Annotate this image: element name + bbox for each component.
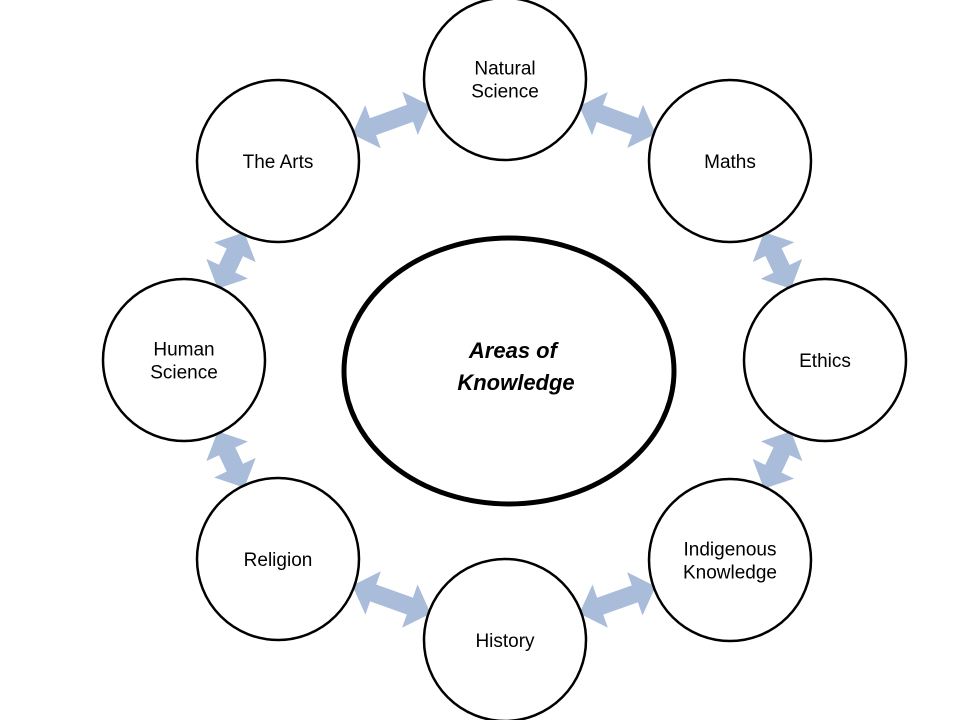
center-node: Areas of Knowledge <box>341 235 677 507</box>
node-circle-the-arts <box>195 78 361 244</box>
center-label-line-2: Knowledge <box>457 370 574 395</box>
node-label-indigenous-knowledge-line-1: Indigenous <box>684 540 777 561</box>
node-label-history-line-1: History <box>475 631 535 652</box>
node-label-religion: Religion <box>244 550 313 571</box>
center-label-line-1: Areas of <box>468 338 560 363</box>
node-circle-natural-science <box>422 0 588 162</box>
node-label-ethics-line-1: Ethics <box>799 351 851 372</box>
node-label-religion-line-1: Religion <box>244 550 313 571</box>
double-arrow-ethics-to-indigenous-knowledge <box>752 431 803 489</box>
double-arrow-natural-science-to-maths <box>579 92 656 148</box>
node-label-natural-science-line-1: Natural <box>474 59 535 80</box>
node-label-human-science-line-1: Human <box>153 340 214 361</box>
node-maths: Maths <box>647 78 813 244</box>
node-label-the-arts: The Arts <box>243 152 314 173</box>
node-label-the-arts-line-1: The Arts <box>243 152 314 173</box>
node-label-history: History <box>475 631 535 652</box>
double-arrow-indigenous-knowledge-to-history <box>579 572 656 628</box>
center-circle <box>341 235 677 507</box>
node-circle-human-science <box>101 277 267 443</box>
node-history: History <box>422 557 588 720</box>
double-arrow-the-arts-to-natural-science <box>352 91 431 149</box>
double-arrow-maths-to-ethics <box>752 232 803 289</box>
double-arrow-human-science-to-the-arts <box>206 232 256 289</box>
node-circle-history <box>422 557 588 720</box>
node-circle-religion <box>195 476 361 642</box>
node-label-natural-science-line-2: Science <box>471 82 539 103</box>
node-label-indigenous-knowledge-line-2: Knowledge <box>683 563 777 584</box>
node-ethics: Ethics <box>742 277 908 443</box>
node-label-maths-line-1: Maths <box>704 152 756 173</box>
node-circle-ethics <box>742 277 908 443</box>
node-the-arts: The Arts <box>195 78 361 244</box>
node-circle-maths <box>647 78 813 244</box>
node-label-ethics: Ethics <box>799 351 851 372</box>
arrows-layer <box>206 91 803 628</box>
node-religion: Religion <box>195 476 361 642</box>
node-label-human-science-line-2: Science <box>150 363 218 384</box>
center-label: Areas of Knowledge <box>457 338 574 395</box>
node-label-maths: Maths <box>704 152 756 173</box>
double-arrow-religion-to-human-science <box>206 431 256 488</box>
node-circle-indigenous-knowledge <box>647 477 813 643</box>
double-arrow-history-to-religion <box>352 571 431 628</box>
